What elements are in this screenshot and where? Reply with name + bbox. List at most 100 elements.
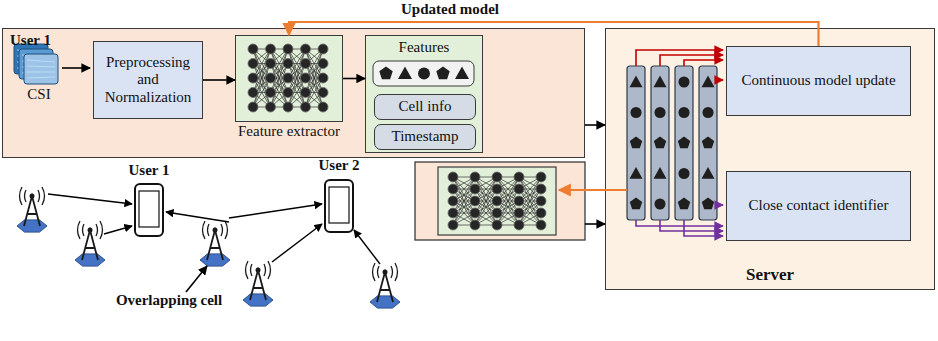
panel-box: User 1Preprocessing and NormalizationFea… [2, 28, 585, 158]
tower-mast [377, 272, 393, 302]
node-label: User 1 [10, 32, 51, 49]
node-label: Feature extractor [238, 123, 340, 140]
nn-neuron [470, 220, 480, 230]
circle-feature [678, 76, 689, 87]
process-box: Preprocessing and Normalization [93, 41, 203, 119]
update-flow-line [660, 55, 723, 66]
nn-neuron [448, 196, 458, 206]
user2-model-box [438, 167, 556, 235]
nn-neuron [514, 172, 524, 182]
free-label: CSI [14, 86, 64, 103]
tower-mast [82, 230, 98, 260]
nn-neuron [536, 172, 546, 182]
nn-neuron [318, 73, 328, 83]
nn-neuron [536, 208, 546, 218]
nn-weight [475, 189, 497, 225]
nn-weight [453, 189, 475, 225]
phone-screen [139, 191, 159, 227]
triangle-feature [654, 167, 667, 179]
nn-neuron [470, 196, 480, 206]
node-label: Features [366, 39, 482, 56]
nn-neuron [492, 184, 502, 194]
feature-column [699, 66, 717, 220]
circle-feature [418, 68, 430, 80]
update-flow-line [684, 60, 723, 66]
edge-label-wrap: Updated model [398, 1, 502, 18]
nn-neuron [470, 208, 480, 218]
triangle-feature [398, 67, 412, 80]
nn-neuron [318, 44, 328, 54]
signal-arrow [272, 224, 322, 262]
connector-arrow [289, 22, 819, 46]
process-box: Continuous model update [726, 46, 911, 116]
nn-neuron [248, 102, 258, 112]
pentagon-feature [654, 137, 666, 149]
edge-label: Updated model [398, 1, 502, 18]
pentagon-feature [678, 198, 690, 210]
signal-arrow [104, 226, 132, 234]
connector-arrow [343, 78, 365, 80]
node-label: Close contact identifier [749, 197, 889, 214]
process-box: Cell info [374, 94, 476, 120]
free-label: Overlapping cell [104, 292, 234, 309]
csi-frame [24, 54, 58, 84]
csi-texture [27, 77, 55, 78]
upload-arrow [585, 223, 605, 225]
nn-neuron [266, 88, 276, 98]
circle-feature [630, 107, 641, 118]
csi-texture [27, 60, 55, 62]
nn-weight [519, 189, 541, 225]
free-label-wrap: User 1 [109, 162, 189, 179]
nn-neuron [266, 44, 276, 54]
signal-arrow [166, 212, 229, 222]
contact-flow-line [717, 204, 723, 206]
node-label: Server [606, 265, 934, 285]
nn-neuron [448, 184, 458, 194]
radio-waves [246, 261, 271, 279]
circle-feature [654, 107, 665, 118]
feature-column [627, 66, 645, 220]
nn-neuron [283, 73, 293, 83]
free-label: User 2 [299, 157, 379, 174]
nn-neuron [266, 73, 276, 83]
nn-neuron [448, 172, 458, 182]
nn-weight [288, 64, 306, 108]
nn-neuron [301, 73, 311, 83]
process-box: Close contact identifier [726, 171, 911, 241]
cell-area [243, 294, 273, 306]
node-label: Cell info [399, 98, 452, 115]
nn-neuron [536, 196, 546, 206]
nn-neuron [283, 59, 293, 69]
nn-neuron [283, 44, 293, 54]
nn-neuron [514, 184, 524, 194]
nn-neuron [318, 59, 328, 69]
radio-waves [20, 187, 45, 205]
nn-neuron [318, 88, 328, 98]
nn-neuron [492, 172, 502, 182]
nn-neuron [266, 102, 276, 112]
triangle-feature [630, 167, 643, 179]
triangle-feature [630, 76, 643, 88]
tower-mast [24, 196, 40, 226]
nn-neuron [448, 208, 458, 218]
nn-neuron [470, 184, 480, 194]
nn-weight [253, 64, 271, 108]
radio-waves [203, 221, 228, 239]
pentagon-feature [702, 137, 714, 149]
tower-mast [250, 270, 266, 300]
label-wrap: Feature extractor [238, 123, 340, 140]
tower-antenna [256, 268, 261, 273]
nn-neuron [248, 88, 258, 98]
nn-neuron [248, 73, 258, 83]
nn-neuron [283, 102, 293, 112]
circle-feature [678, 107, 689, 118]
radio-waves [373, 263, 398, 281]
nn-neuron [492, 220, 502, 230]
cell-area [370, 296, 400, 308]
triangle-feature [702, 76, 715, 88]
callout-arrow [186, 266, 207, 292]
phone-screen [329, 187, 349, 223]
nn-neuron [492, 208, 502, 218]
triangle-feature [455, 67, 469, 80]
contact-flow-line [684, 220, 723, 236]
